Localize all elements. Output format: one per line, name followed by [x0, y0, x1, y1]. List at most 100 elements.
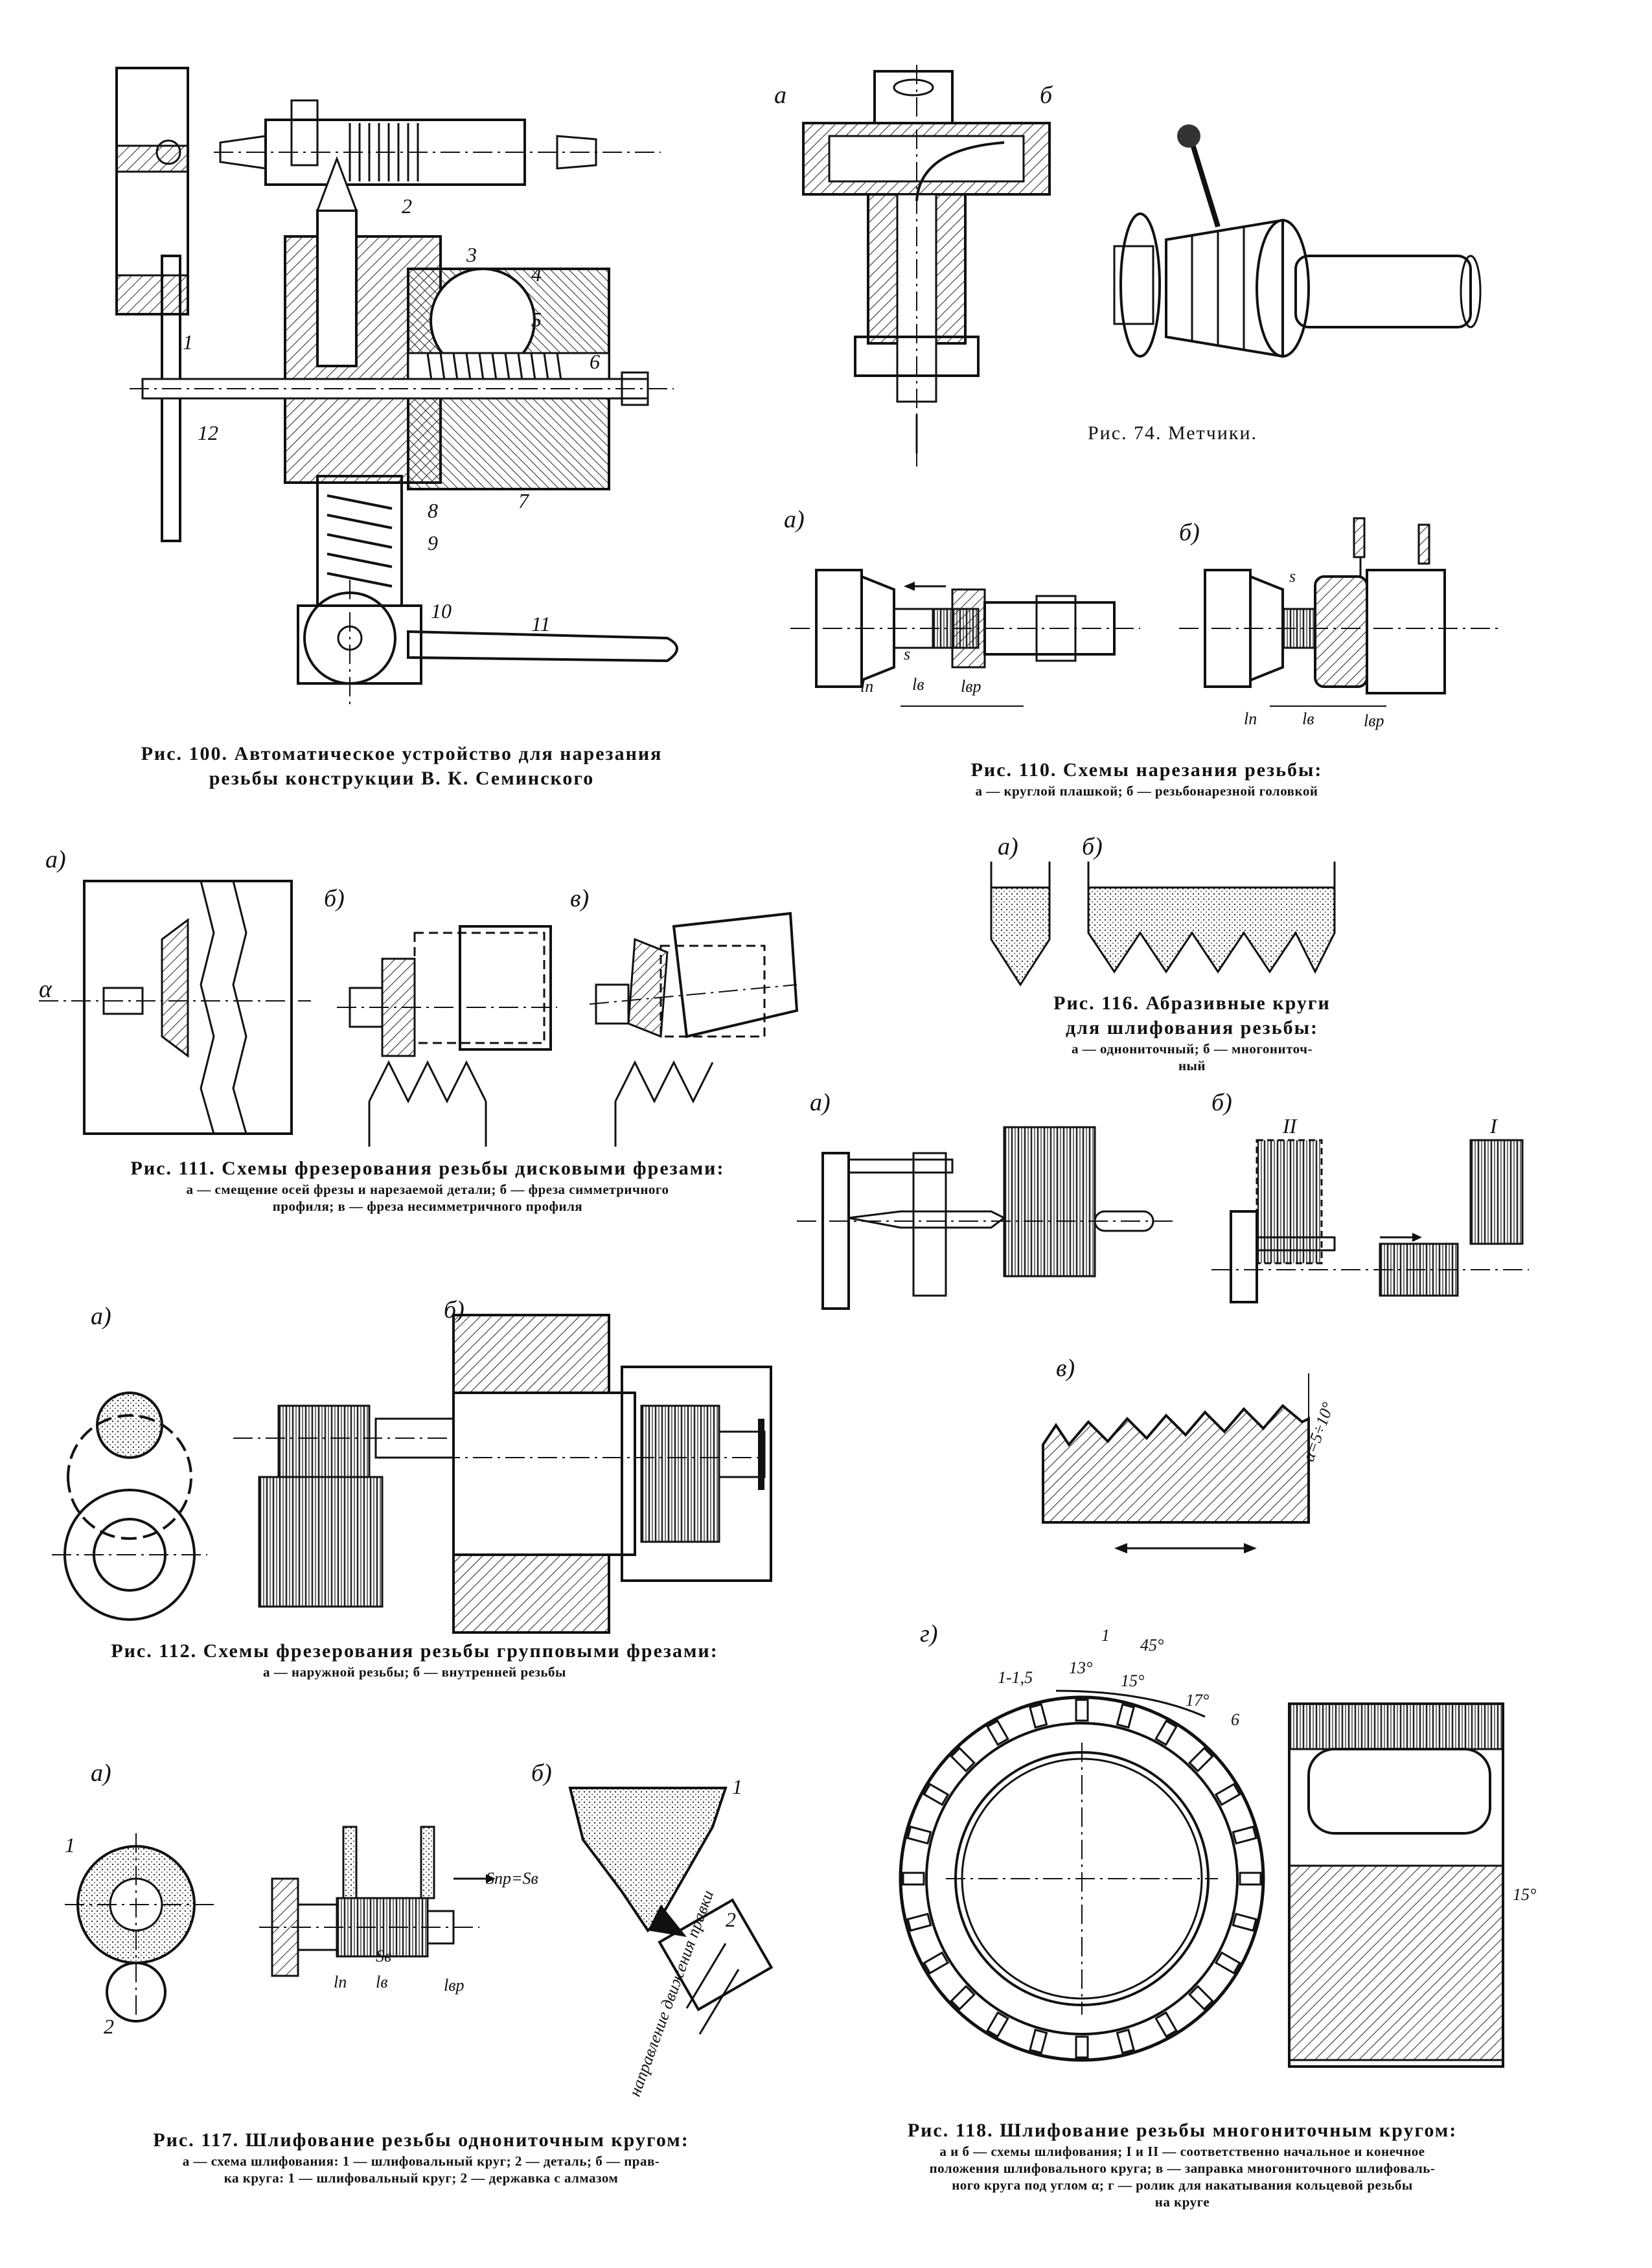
figure-111-caption: Рис. 111. Схемы фрезерования резьбы диск…	[39, 1156, 816, 1215]
label-a: а)	[784, 506, 805, 533]
figure-74-caption: Рис. 74. Метчики.	[1011, 421, 1335, 446]
caption-description: профиля; в — фреза несимметричного профи…	[272, 1198, 583, 1214]
label-a: а)	[91, 1303, 111, 1330]
caption-description: а и б — схемы шлифования; I и II — соотв…	[939, 2144, 1425, 2159]
dim-s: s	[904, 645, 911, 663]
position-I: I	[1490, 1114, 1497, 1138]
dim-feed: Sпр=Sв	[486, 1869, 538, 1888]
label-b: б)	[444, 1296, 465, 1323]
roller-slot	[902, 1872, 925, 1886]
figure-112-caption: Рис. 112. Схемы фрезерования резьбы груп…	[39, 1639, 790, 1680]
label-b: б)	[324, 885, 345, 912]
figure-112-drawing: а) б)	[39, 1296, 772, 1634]
caption-description: ный	[1178, 1058, 1206, 1073]
caption-description: на круге	[1154, 2194, 1210, 2210]
dim-lv: lв	[376, 1973, 388, 1991]
label-a: а)	[45, 846, 66, 873]
label-c: в)	[570, 885, 590, 912]
callout-11: 11	[531, 612, 551, 636]
caption-description: а — однониточный; б — многониточ-	[1072, 1041, 1313, 1057]
roller-slot	[1232, 1826, 1257, 1845]
figure-118ab-drawing: а) б) II I	[797, 1088, 1548, 1334]
callout-2: 2	[726, 1908, 736, 1931]
figure-118g-drawing: г) 1-1,5 13° 45° 15° 17° 1 6 15°	[842, 1620, 1542, 2086]
figure-111-drawing: а) б) в) α	[39, 842, 816, 1147]
caption-line: Рис. 117. Шлифование резьбы однониточным…	[153, 2129, 689, 2151]
caption-line: Рис. 112. Схемы фрезерования резьбы груп…	[111, 1640, 718, 1662]
label-g: г)	[920, 1620, 938, 1647]
roller-slot	[1214, 1783, 1241, 1806]
callout-3: 3	[466, 243, 477, 266]
roller-slot	[1188, 1985, 1214, 2011]
caption-line: Рис. 111. Схемы фрезерования резьбы диск…	[130, 1158, 725, 1179]
callout-8: 8	[428, 499, 438, 522]
roller-slot	[1075, 2035, 1089, 2059]
dim-s: s	[1289, 567, 1296, 586]
alpha-symbol: α	[39, 976, 52, 1003]
roller-slot	[1214, 1951, 1241, 1975]
roller-slot	[950, 1747, 976, 1772]
callout-6: 6	[590, 350, 600, 373]
roller-slot	[923, 1783, 950, 1806]
callout-4: 4	[531, 262, 542, 286]
dim-lp: lп	[860, 677, 874, 696]
dim-angle-15: 15°	[1121, 1671, 1145, 1690]
figure-100-drawing: 1 2 3 4 5 6 7 8 9 10 11 12	[104, 62, 726, 735]
figure-117-drawing: а) б) 1 2 1 2 Sпр=Sв lп lв lвр Sв направ…	[39, 1749, 803, 2099]
roller-slot	[986, 1719, 1009, 1747]
callout-9: 9	[428, 531, 438, 555]
figure-116-caption: Рис. 116. Абразивные круги для шлифовани…	[965, 991, 1419, 1074]
dim-sv: Sв	[376, 1947, 392, 1965]
dim-lv: lв	[1302, 709, 1314, 728]
roller-slot	[1029, 1703, 1048, 1729]
figure-74-drawing: а б	[764, 52, 1509, 473]
callout-7: 7	[518, 489, 529, 512]
figure-110-caption: Рис. 110. Схемы нарезания резьбы: а — кр…	[855, 758, 1438, 799]
dim-lvr: lвр	[1364, 711, 1384, 730]
dim-angle-17: 17°	[1186, 1691, 1210, 1710]
roller-slot	[906, 1826, 932, 1845]
position-II: II	[1283, 1114, 1297, 1138]
roller-slot	[1188, 1747, 1214, 1772]
caption-line: Рис. 116. Абразивные круги	[1053, 992, 1331, 1014]
caption-description: а — смещение осей фрезы и нарезаемой дет…	[186, 1182, 669, 1197]
dim-lv: lв	[912, 675, 924, 694]
dim-lp: lп	[1244, 709, 1257, 728]
roller-slot	[1116, 1703, 1135, 1729]
roller-slot	[923, 1951, 950, 1975]
caption-description: положения шлифовального круга; в — запра…	[929, 2160, 1436, 2176]
roller-slot	[906, 1912, 932, 1932]
label-a: а)	[91, 1759, 111, 1787]
label-a: а	[774, 82, 786, 109]
dim-slot-width: 1-1,5	[998, 1668, 1033, 1687]
dim-lvr: lвр	[961, 677, 981, 696]
callout-2: 2	[402, 194, 412, 218]
figure-110-drawing: а) б) s lп lв lвр s lп lв lвр	[777, 505, 1509, 739]
roller-slot-group	[902, 1699, 1262, 2059]
caption-line: резьбы конструкции В. К. Семинского	[209, 768, 595, 789]
caption-description: ка круга: 1 — шлифовальный круг; 2 — дер…	[224, 2170, 619, 2186]
label-b: б)	[531, 1759, 552, 1787]
caption-description: а — круглой плашкой; б — резьбонарезной …	[975, 783, 1318, 799]
caption-line: Рис. 118. Шлифование резьбы многониточны…	[907, 2120, 1458, 2141]
roller-slot	[1075, 1699, 1089, 1722]
roller-slot	[1154, 2011, 1178, 2038]
label-b: б	[1040, 82, 1053, 109]
roller-slot	[1154, 1719, 1178, 1747]
callout-1: 1	[65, 1833, 75, 1857]
callout-5: 5	[531, 308, 542, 331]
caption-line: Рис. 100. Автоматическое устройство для …	[141, 743, 663, 764]
roller-slot	[1029, 2028, 1048, 2054]
figure-116-drawing: а) б)	[985, 833, 1386, 991]
caption-line: Рис. 110. Схемы нарезания резьбы:	[970, 759, 1323, 781]
dim-lvr: lвр	[444, 1976, 465, 1995]
dim-lp: lп	[334, 1973, 347, 1991]
callout-10: 10	[431, 599, 452, 623]
label-b: б)	[1082, 833, 1103, 860]
caption-line: для шлифования резьбы:	[1065, 1017, 1319, 1038]
callout-2: 2	[104, 2015, 114, 2038]
caption-description: ного круга под углом α; г — ролик для на…	[952, 2177, 1413, 2193]
caption-description: а — наружной резьбы; б — внутренней резь…	[263, 1664, 566, 1680]
roller-slot	[986, 2011, 1009, 2038]
